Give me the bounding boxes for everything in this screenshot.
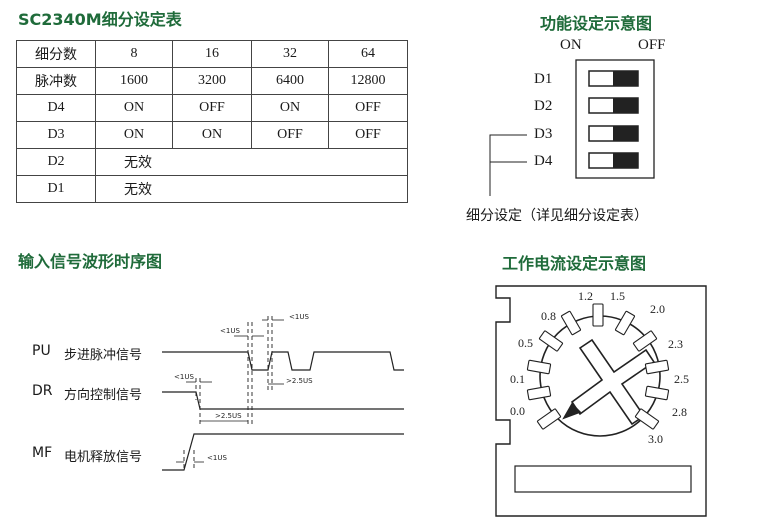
- timing-guides: [183, 316, 273, 470]
- table-cell: 脉冲数: [16, 67, 96, 95]
- table-cell: OFF: [328, 94, 408, 122]
- signal-name-dr: 方向控制信号: [64, 388, 143, 403]
- signal-name-mf: 电机释放信号: [64, 450, 143, 465]
- timing-label: >2.5US: [215, 412, 242, 420]
- table-row: D1 无效: [16, 175, 408, 203]
- subdivision-table-title: SC2340M细分设定表: [18, 10, 182, 29]
- current-rotary-switch: 1.2 1.5 0.8 2.0 0.5 2.3 0.1 2.5 0.0 2.8 …: [495, 285, 707, 517]
- mf-waveform: [162, 433, 404, 471]
- signal-code-mf: MF: [32, 445, 53, 461]
- dip-label-d1: D1: [534, 71, 553, 87]
- table-cell: D2: [16, 148, 96, 176]
- dip-housing: [575, 59, 655, 179]
- current-value-label: 0.8: [541, 309, 556, 323]
- timing-label: <1US: [289, 313, 309, 321]
- dip-switch-d4: [588, 152, 639, 169]
- table-cell: 无效: [95, 148, 408, 176]
- table-cell: 1600: [95, 67, 173, 95]
- timing-labels: <1US <1US <1US >2.5US >2.5US <1US: [174, 313, 313, 462]
- timing-diagram: [162, 316, 404, 471]
- current-value-label: 1.2: [578, 289, 593, 303]
- pointer-tip: [562, 402, 582, 420]
- dip-switch-d3: [588, 125, 639, 142]
- rotary-values: 1.2 1.5 0.8 2.0 0.5 2.3 0.1 2.5 0.0 2.8 …: [510, 289, 689, 446]
- current-value-label: 0.0: [510, 404, 525, 418]
- table-cell: 无效: [95, 175, 408, 203]
- signal-code-pu: PU: [32, 343, 51, 359]
- current-value-label: 2.0: [650, 302, 665, 316]
- table-cell: 6400: [251, 67, 329, 95]
- signal-code-dr: DR: [32, 383, 53, 399]
- dr-waveform: [162, 391, 404, 410]
- timing-label: <1US: [220, 327, 240, 335]
- dip-label-d3: D3: [534, 126, 553, 142]
- current-setting-title: 工作电流设定示意图: [502, 254, 647, 273]
- timing-label: >2.5US: [286, 377, 313, 385]
- table-cell: OFF: [251, 121, 329, 149]
- dip-switch-title: 功能设定示意图: [540, 14, 653, 33]
- current-value-label: 2.3: [668, 337, 683, 351]
- waveform-title: 输入信号波形时序图: [18, 252, 163, 271]
- dip-off-label: OFF: [638, 37, 666, 53]
- rotary-bottom-bar: [514, 465, 692, 493]
- timing-label: <1US: [207, 454, 227, 462]
- dip-label-d4: D4: [534, 153, 553, 169]
- signal-name-pu: 步进脉冲信号: [64, 348, 143, 363]
- table-cell: D4: [16, 94, 96, 122]
- dip-switch-d2: [588, 97, 639, 114]
- rotary-position-marks: [526, 303, 670, 430]
- current-value-label: 2.8: [672, 405, 687, 419]
- subdivision-table: 细分数 8 16 32 64 脉冲数 1600 3200 6400 12800 …: [16, 40, 408, 203]
- dip-on-label: ON: [560, 37, 582, 53]
- table-cell: 细分数: [16, 40, 96, 68]
- table-cell: OFF: [172, 94, 252, 122]
- current-value-label: 1.5: [610, 289, 625, 303]
- current-value-label: 0.5: [518, 336, 533, 350]
- current-value-label: 0.1: [510, 372, 525, 386]
- dip-caption: 细分设定（详见细分设定表）: [466, 208, 648, 224]
- current-value-label: 3.0: [648, 432, 663, 446]
- table-row: D2 无效: [16, 148, 408, 176]
- pu-waveform: [162, 351, 404, 371]
- table-row: D3 ON ON OFF OFF: [16, 121, 408, 149]
- dip-switch-d1: [588, 70, 639, 87]
- dip-bracket-line: [489, 134, 527, 196]
- timing-arrows: [176, 319, 284, 463]
- dip-switch-block: [489, 59, 655, 196]
- table-cell: 32: [251, 40, 329, 68]
- timing-label: <1US: [174, 373, 194, 381]
- current-value-label: 2.5: [674, 372, 689, 386]
- dip-label-d2: D2: [534, 98, 553, 114]
